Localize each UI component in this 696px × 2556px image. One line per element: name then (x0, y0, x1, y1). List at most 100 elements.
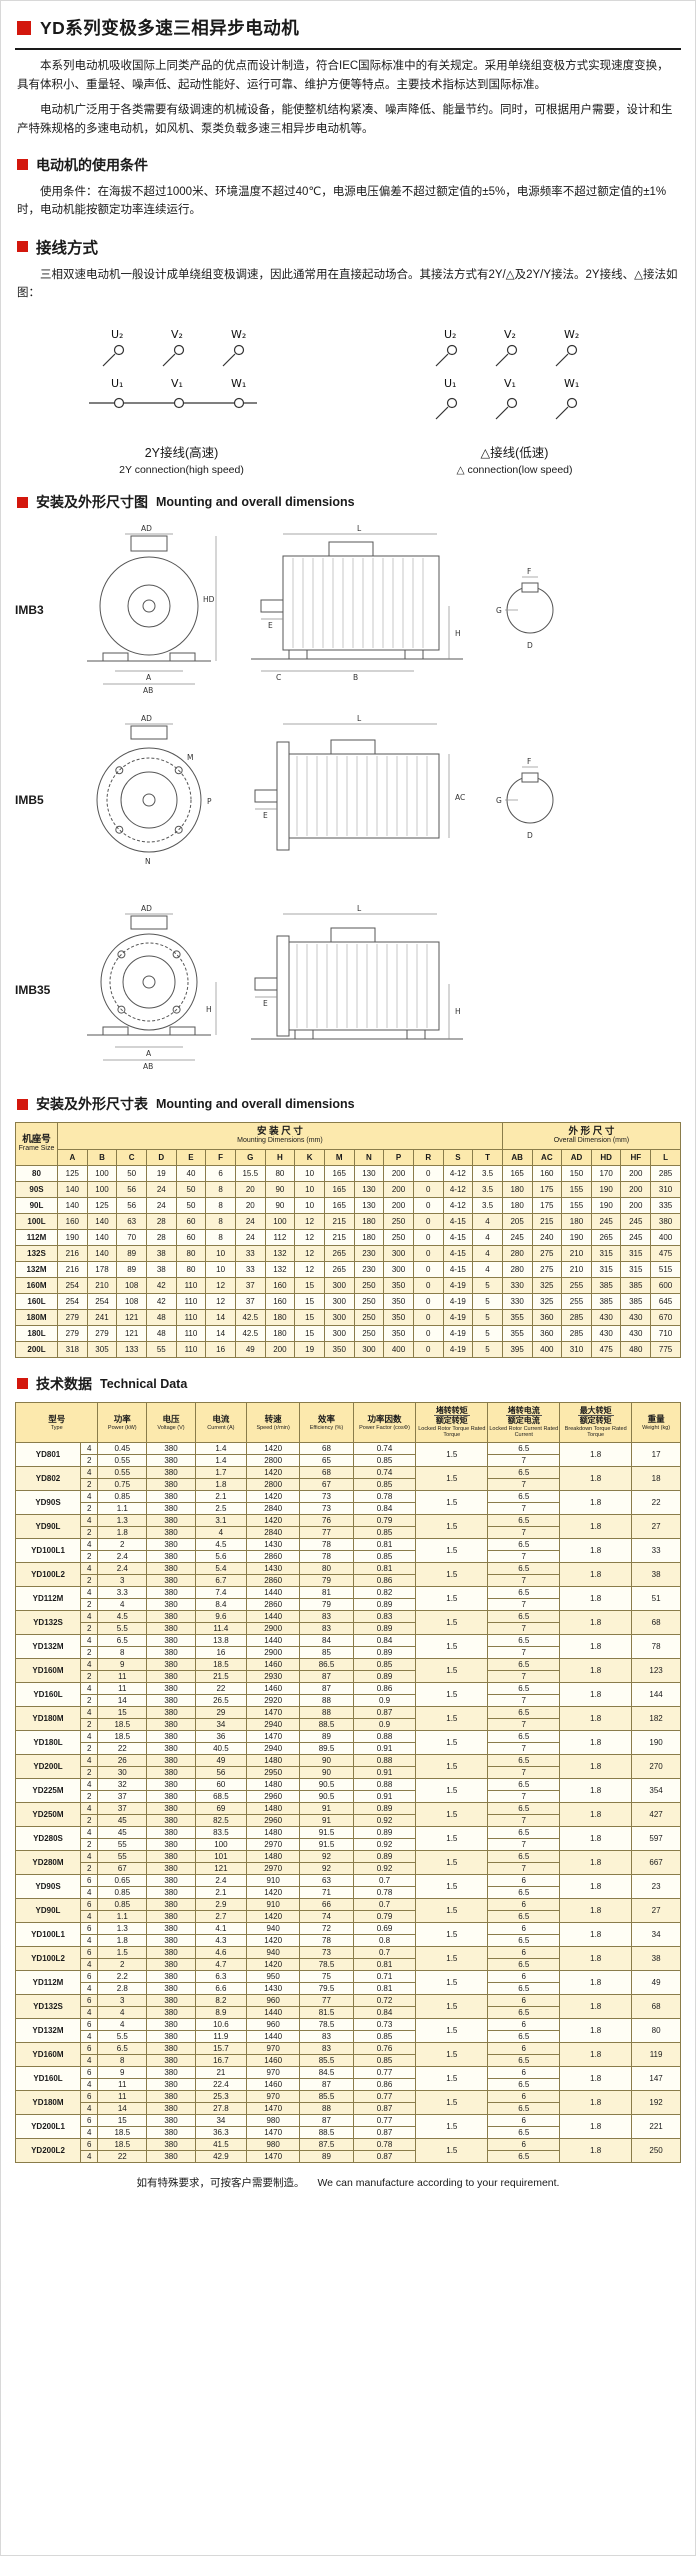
dim-value: 140 (86, 1212, 118, 1230)
locked-rotor-current-ratio: 6.5 (487, 2029, 561, 2043)
shaft-key-section-detail: F G D (496, 567, 554, 650)
motor-weight: 68 (631, 1609, 681, 1635)
dim-value: 0 (412, 1244, 444, 1262)
dim-col-header: E (175, 1148, 207, 1166)
pole-count: 2 (79, 1837, 99, 1851)
dim-value: 200 (620, 1180, 652, 1198)
section-title: 技术数据 (36, 1375, 92, 1392)
motor-type: YD132M (15, 2017, 81, 2043)
locked-rotor-current-ratio: 6 (487, 2017, 561, 2031)
locked-rotor-current-ratio: 7 (487, 1453, 561, 1467)
dim-value: 0 (412, 1260, 444, 1278)
pole-count: 4 (79, 1441, 99, 1455)
current: 4 (194, 1525, 247, 1539)
pole-count: 2 (79, 1525, 99, 1539)
locked-rotor-current-ratio: 6.5 (487, 1729, 561, 1743)
dim-value: 8 (205, 1212, 236, 1230)
dim-value: 50 (175, 1196, 207, 1214)
voltage: 380 (146, 1825, 196, 1839)
dim-value: 200 (383, 1180, 414, 1198)
dim-value: 56 (116, 1196, 147, 1214)
breakdown-torque-ratio: 1.8 (559, 1825, 633, 1851)
dim-value: 110 (175, 1276, 207, 1294)
pole-count: 4 (79, 1537, 99, 1551)
current: 18.5 (194, 1657, 247, 1671)
dim-value: 4-19 (442, 1324, 474, 1342)
power-kw: 37 (97, 1789, 148, 1803)
voltage: 380 (146, 1729, 196, 1743)
locked-rotor-current-ratio: 7 (487, 1741, 561, 1755)
dim-value: 55 (145, 1340, 177, 1358)
dim-value: 318 (57, 1340, 88, 1358)
voltage: 380 (146, 1813, 196, 1827)
power-kw: 2.4 (97, 1561, 148, 1575)
dim-value: 10 (294, 1164, 325, 1182)
motor-type: YD180M (15, 1705, 81, 1731)
dim-value: 121 (116, 1308, 147, 1326)
frame-size: 180M (15, 1308, 58, 1326)
voltage: 380 (146, 1717, 196, 1731)
wiring-2y-diagram: U₂ V₂ W₂ U₁ V₁ W₁ (88, 328, 257, 409)
speed: 1430 (245, 1561, 301, 1575)
voltage: 380 (146, 1981, 196, 1995)
efficiency: 87 (299, 2113, 354, 2127)
dim-label: M (187, 753, 193, 762)
power-kw: 0.85 (97, 1885, 148, 1899)
motor-weight: 18 (631, 1465, 681, 1491)
speed: 1480 (245, 1825, 301, 1839)
motor-type: YD200L2 (15, 2137, 81, 2163)
locked-rotor-current-ratio: 6.5 (487, 2053, 561, 2067)
motor-weight: 221 (631, 2113, 681, 2139)
pole-count: 6 (79, 2137, 99, 2151)
power-kw: 14 (97, 1693, 148, 1707)
dim-value: 4-12 (442, 1196, 474, 1214)
power-kw: 9 (97, 2065, 148, 2079)
dim-value: 430 (590, 1324, 622, 1342)
power-kw: 45 (97, 1813, 148, 1827)
efficiency: 83 (299, 1621, 354, 1635)
power-kw: 1.8 (97, 1525, 148, 1539)
pole-count: 2 (79, 1573, 99, 1587)
locked-rotor-current-ratio: 7 (487, 1861, 561, 1875)
dim-value: 121 (116, 1324, 147, 1342)
figure-label: IMB5 (15, 793, 44, 807)
dim-value: 250 (383, 1212, 414, 1230)
speed: 1420 (245, 1441, 301, 1455)
dim-value: 108 (116, 1292, 147, 1310)
dim-value: 360 (531, 1308, 563, 1326)
locked-rotor-torque-ratio: 1.5 (415, 1873, 489, 1899)
dim-value: 215 (323, 1228, 355, 1246)
dim-value: 315 (590, 1244, 622, 1262)
breakdown-torque-ratio: 1.8 (559, 2041, 633, 2067)
dim-value: 5 (472, 1292, 503, 1310)
dim-col-header: T (472, 1148, 503, 1166)
dim-value: 4-15 (442, 1228, 474, 1246)
motor-weight: 190 (631, 1729, 681, 1755)
efficiency: 91.5 (299, 1825, 354, 1839)
wiring-delta-diagram: U₂ V₂ W₂ U₁ V₁ W₁ (435, 328, 579, 420)
motor-weight: 427 (631, 1801, 681, 1827)
efficiency: 80 (299, 1561, 354, 1575)
efficiency: 72 (299, 1921, 354, 1935)
current: 8.9 (194, 2005, 247, 2019)
locked-rotor-current-ratio: 7 (487, 1573, 561, 1587)
current: 82.5 (194, 1813, 247, 1827)
dim-value: 480 (620, 1340, 652, 1358)
power-kw: 26 (97, 1753, 148, 1767)
wiring-caption-cn: 2Y接线(高速) (144, 446, 219, 460)
power-kw: 2.2 (97, 1969, 148, 1983)
locked-rotor-current-ratio: 7 (487, 1525, 561, 1539)
section-title: 安装及外形尺寸表 (36, 1096, 148, 1112)
voltage: 380 (146, 1861, 196, 1875)
dim-label: E (263, 811, 268, 820)
efficiency: 87 (299, 2077, 354, 2091)
pole-count: 2 (79, 1645, 99, 1659)
dim-value: 670 (650, 1308, 681, 1326)
dim-label: H (455, 1007, 461, 1016)
